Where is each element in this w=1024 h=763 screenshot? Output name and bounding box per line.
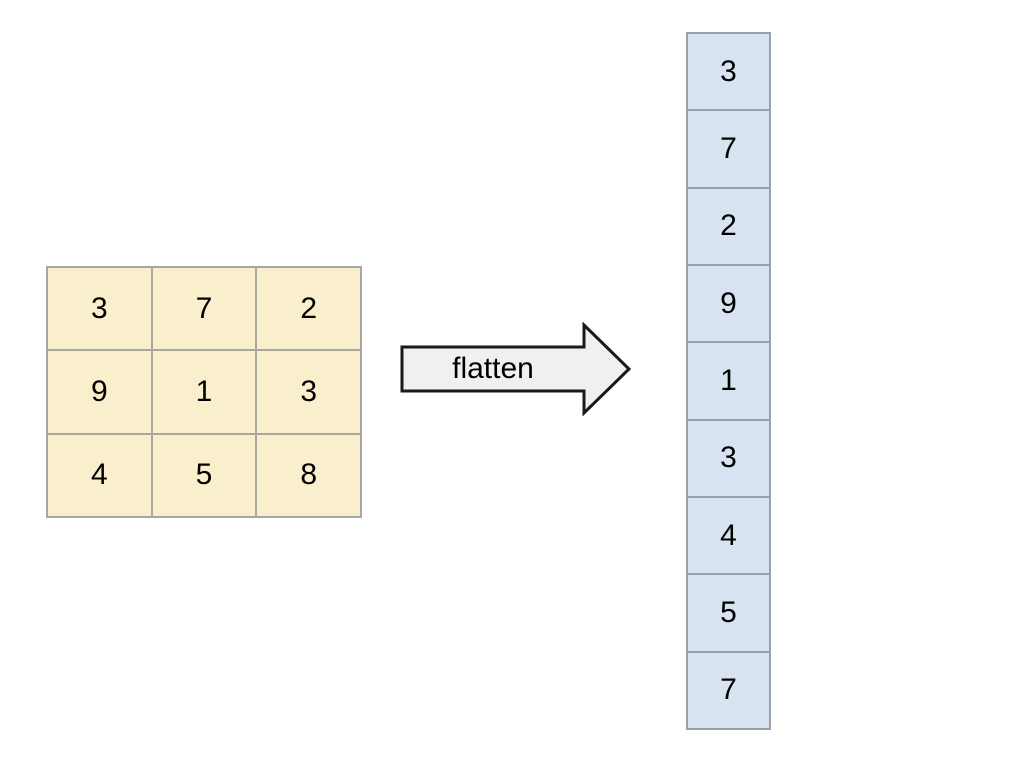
matrix-cell: 1 [152, 351, 256, 433]
source-matrix: 3 7 2 9 1 3 4 5 8 [46, 266, 362, 518]
matrix-cell: 3 [257, 351, 360, 433]
matrix-cell: 3 [48, 268, 151, 350]
matrix-cell: 5 [152, 434, 256, 516]
vector-cell: 2 [688, 188, 769, 264]
vector-cell: 4 [688, 498, 769, 574]
vector-cell: 1 [688, 343, 769, 419]
vector-cell: 3 [688, 34, 769, 110]
vector-cell: 3 [688, 420, 769, 496]
vector-cell: 7 [688, 111, 769, 187]
matrix-cell: 9 [48, 351, 151, 433]
vector-cell: 5 [688, 575, 769, 651]
matrix-cell: 7 [152, 268, 256, 350]
flatten-operation: flatten [400, 322, 632, 416]
matrix-cell: 2 [257, 268, 360, 350]
matrix-cell: 4 [48, 434, 151, 516]
vector-cell: 7 [688, 652, 769, 728]
flattened-vector: 3 7 2 9 1 3 4 5 7 [686, 32, 771, 730]
right-block-arrow-icon [400, 322, 632, 416]
matrix-cell: 8 [257, 434, 360, 516]
vector-cell: 9 [688, 266, 769, 342]
